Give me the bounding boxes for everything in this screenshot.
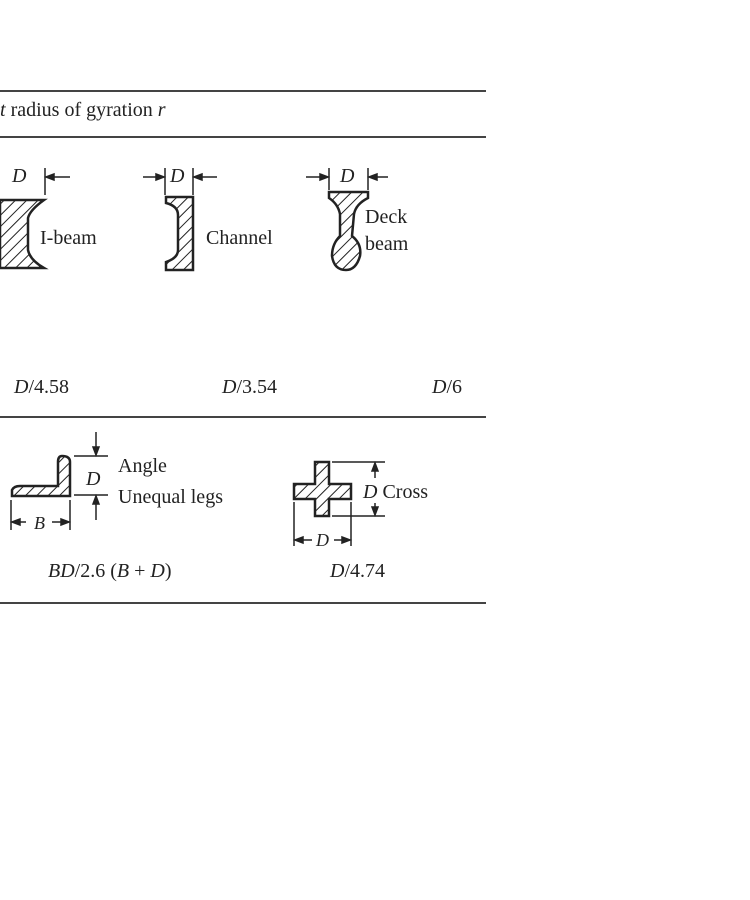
i-beam-label: I-beam bbox=[40, 227, 97, 249]
formula-var: D bbox=[330, 560, 345, 582]
channel-label: Channel bbox=[206, 227, 273, 249]
i-beam-dim-label: D bbox=[12, 165, 27, 187]
deck-dim-label: D bbox=[340, 165, 355, 187]
table-bottom-rule bbox=[0, 602, 486, 604]
cross-label: D Cross bbox=[363, 482, 428, 502]
deck-formula: D/6 bbox=[432, 377, 462, 397]
cross-dim-v: D bbox=[363, 481, 378, 503]
angle-b-label: B bbox=[34, 513, 45, 533]
angle-label-1: Angle bbox=[118, 455, 167, 477]
formula-part: BD bbox=[48, 560, 75, 582]
header-prefix: t bbox=[0, 99, 6, 121]
formula-var: D bbox=[14, 376, 29, 398]
formula-part: D bbox=[150, 560, 165, 582]
angle-d-label: D bbox=[86, 468, 101, 490]
deck-label-1: Deck bbox=[365, 206, 408, 228]
formula-value: /4.74 bbox=[344, 560, 386, 582]
deck-beam-shape bbox=[327, 190, 370, 272]
table-top-rule bbox=[0, 90, 486, 92]
cross-name: Cross bbox=[382, 481, 429, 503]
header-rule bbox=[0, 136, 486, 138]
channel-formula: D/3.54 bbox=[222, 377, 277, 397]
cross-dim-h: D bbox=[316, 530, 329, 550]
formula-part: ) bbox=[164, 560, 172, 582]
header-text: radius of gyration bbox=[10, 99, 153, 121]
formula-part: B bbox=[116, 560, 130, 582]
angle-label-2: Unequal legs bbox=[118, 486, 223, 508]
cross-shape bbox=[292, 460, 353, 518]
dimension-arrows bbox=[9, 168, 388, 546]
channel-dim-label: D bbox=[170, 165, 185, 187]
angle-shape bbox=[10, 454, 72, 498]
formula-value: /6 bbox=[446, 376, 463, 398]
row-divider bbox=[0, 416, 486, 418]
deck-label-2: beam bbox=[365, 233, 409, 255]
i-beam-formula: D/4.58 bbox=[14, 377, 69, 397]
formula-var: D bbox=[222, 376, 237, 398]
cross-formula: D/4.74 bbox=[330, 561, 385, 581]
angle-formula: BD/2.6 (B + D) bbox=[48, 561, 172, 581]
formula-value: /4.58 bbox=[28, 376, 70, 398]
header-symbol: r bbox=[157, 99, 166, 121]
channel-shape bbox=[164, 195, 195, 272]
i-beam-shape bbox=[0, 198, 49, 270]
formula-value: /3.54 bbox=[236, 376, 278, 398]
formula-part: /2.6 ( bbox=[74, 560, 117, 582]
formula-var: D bbox=[432, 376, 447, 398]
formula-part: + bbox=[129, 560, 151, 582]
column-header: t radius of gyration r bbox=[0, 100, 166, 120]
